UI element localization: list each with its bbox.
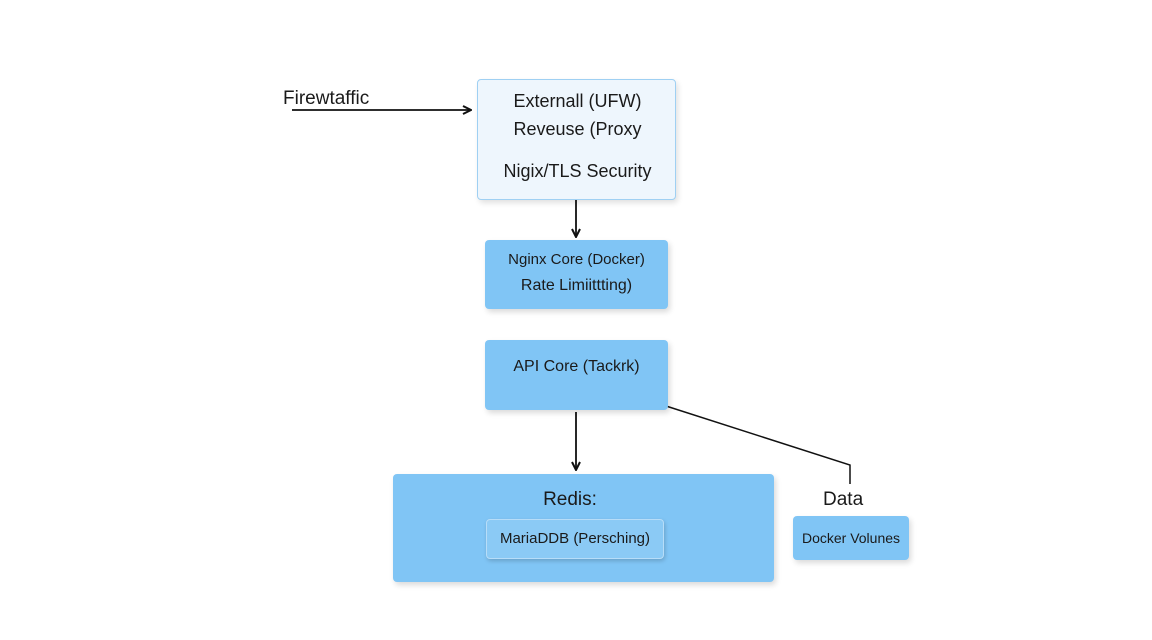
redis-box: Redis: MariaDDB (Persching) [393, 474, 774, 582]
edge-security-box: Externall (UFW) Reveuse (Proxy Nigix/TLS… [477, 79, 676, 200]
data-title: Data [823, 489, 864, 510]
nginx-core-box: Nginx Core (Docker) Rate Limiittting) [485, 240, 668, 309]
docker-volumes-box: Docker Volunes [793, 516, 909, 560]
api-core-box: API Core (Tackrk) [485, 340, 668, 410]
edge-line-2: Reveuse (Proxy [513, 119, 642, 139]
edge-line-1: Externall (UFW) [513, 91, 642, 111]
redis-title: Redis: [543, 489, 597, 510]
edge-line-3: Nigix/TLS Security [503, 161, 652, 181]
traffic-input-label: Firewtaffic [283, 88, 370, 109]
nginx-core-line-2: Rate Limiittting) [520, 277, 633, 294]
line-api-to-data [665, 405, 851, 484]
mariadb-label: MariaDDB (Persching) [499, 530, 651, 547]
mariadb-box: MariaDDB (Persching) [486, 519, 664, 559]
docker-volumes-label: Docker Volunes [801, 530, 901, 546]
api-core-label: API Core (Tackrk) [513, 358, 640, 375]
nginx-core-line-1: Nginx Core (Docker) [508, 251, 645, 268]
